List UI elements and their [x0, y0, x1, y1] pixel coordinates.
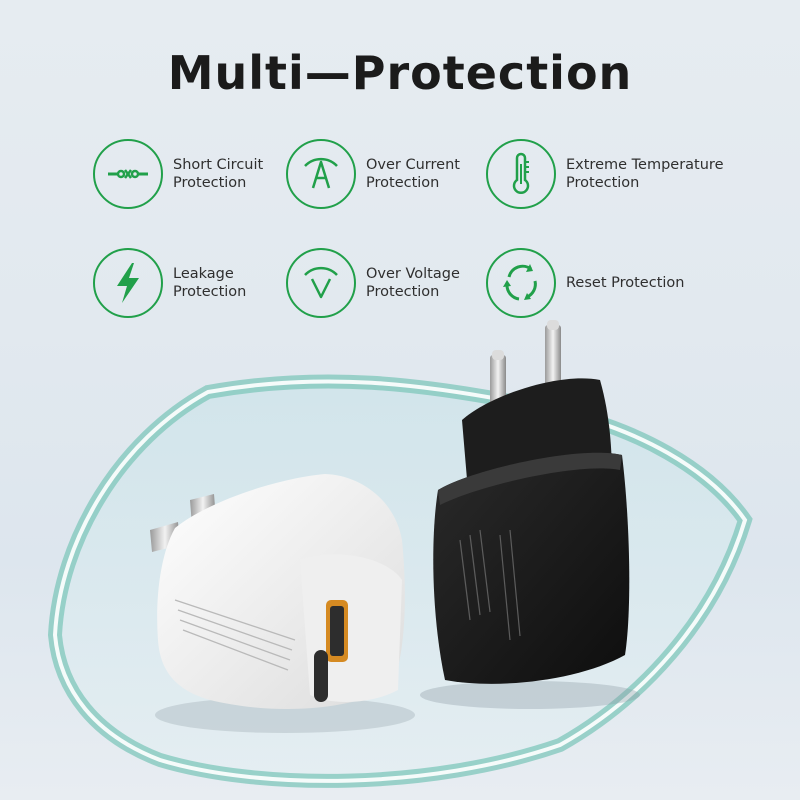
feature-reset: Reset Protection — [486, 248, 684, 318]
feature-extreme-temperature: Extreme Temperature Protection — [486, 139, 724, 209]
reset-cycle-icon — [486, 248, 556, 318]
feature-label: Leakage Protection — [173, 266, 247, 300]
page-title: Multi—Protection — [167, 46, 633, 100]
feature-label: Short Circuit Protection — [173, 157, 264, 191]
feature-label: Reset Protection — [566, 275, 685, 291]
white-usb-charger — [150, 474, 415, 733]
thermometer-icon — [486, 139, 556, 209]
lightning-icon — [93, 248, 163, 318]
short-circuit-icon — [93, 139, 163, 209]
black-eu-charger — [420, 320, 640, 709]
over-current-icon — [286, 139, 356, 209]
feature-label: Over Current Protection — [366, 157, 460, 191]
feature-label: Extreme Temperature Protection — [566, 157, 724, 191]
feature-over-voltage: Over Voltage Protection — [286, 248, 460, 318]
over-voltage-icon — [286, 248, 356, 318]
feature-short-circuit: Short Circuit Protection — [93, 139, 263, 209]
feature-label: Over Voltage Protection — [366, 266, 460, 300]
feature-leakage: Leakage Protection — [93, 248, 246, 318]
feature-over-current: Over Current Protection — [286, 139, 460, 209]
